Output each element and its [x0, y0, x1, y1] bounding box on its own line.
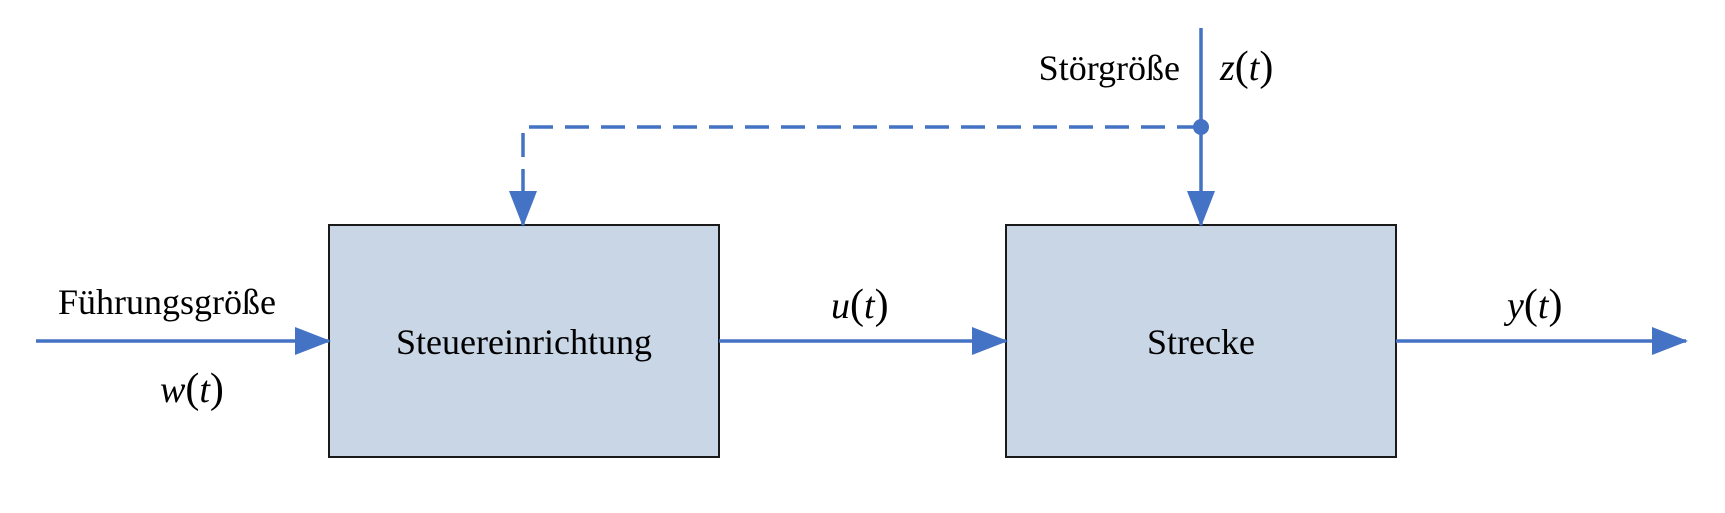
plant-label: Strecke	[1147, 322, 1255, 362]
control-symbol-label: u(t)	[831, 282, 889, 328]
plant-block	[1005, 224, 1397, 458]
controller-block	[328, 224, 720, 458]
disturbance-feedforward-path	[509, 125, 1201, 227]
output-symbol-label: y(t)	[1503, 282, 1562, 328]
disturbance-name-label: Störgröße	[1039, 48, 1180, 88]
reference-name-label: Führungsgröße	[58, 282, 276, 322]
reference-symbol-label: w(t)	[160, 366, 224, 412]
controller-label: Steuereinrichtung	[396, 322, 652, 362]
disturbance-symbol-label: z(t)	[1219, 44, 1273, 90]
